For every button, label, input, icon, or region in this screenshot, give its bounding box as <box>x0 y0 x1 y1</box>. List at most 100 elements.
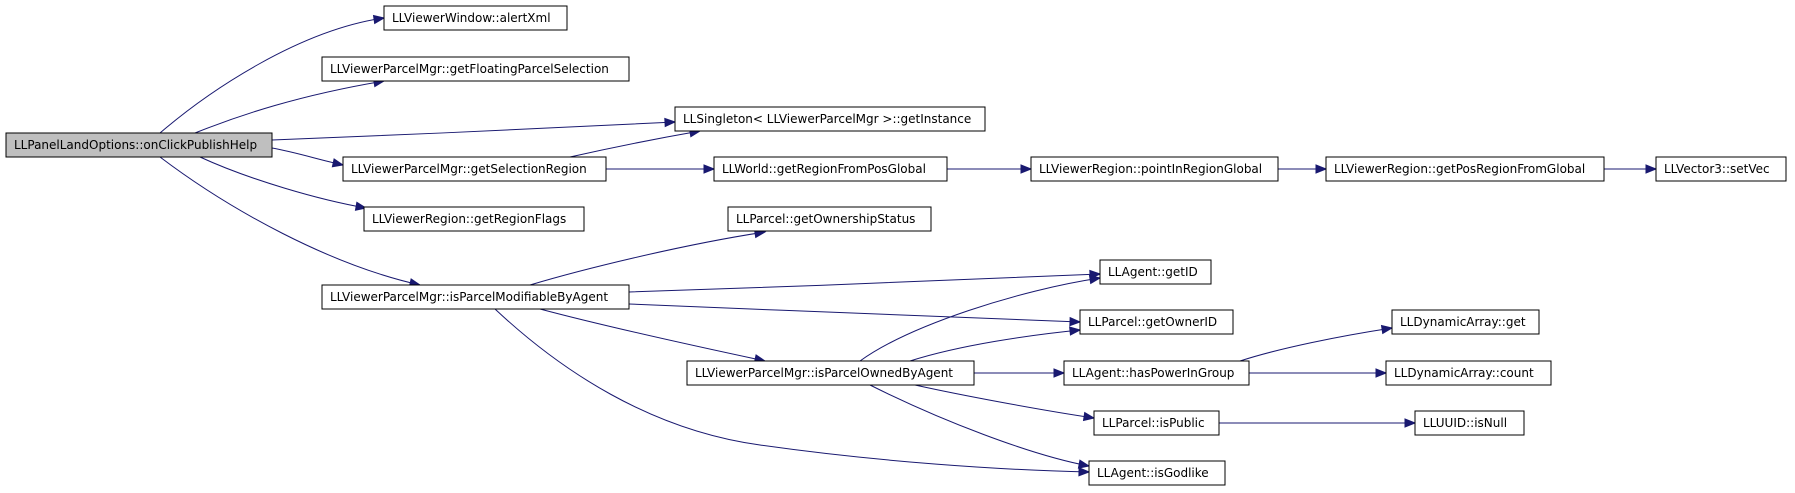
edge-n5-to-n6 <box>947 164 1033 174</box>
node-box <box>727 206 932 232</box>
arrowhead <box>703 164 716 174</box>
edge-n16-to-n14 <box>1239 324 1394 362</box>
node-label: LLAgent::isGodlike <box>1097 466 1209 480</box>
edge-line <box>628 273 1101 293</box>
edge-n4-to-n3 <box>569 128 702 158</box>
node-label: LLParcel::getOwnershipStatus <box>736 212 915 226</box>
arrowhead <box>1020 164 1033 174</box>
node-label: LLViewerParcelMgr::getSelectionRegion <box>351 162 587 176</box>
call-edges <box>159 14 1658 477</box>
node-box <box>713 156 948 182</box>
node-box <box>686 360 975 386</box>
function-node[interactable]: LLParcel::isPublic <box>1093 410 1220 436</box>
edge-n11-to-n15 <box>539 308 767 364</box>
node-box <box>1088 460 1226 486</box>
node-box <box>1391 309 1540 335</box>
arrowhead <box>354 201 368 211</box>
function-node[interactable]: LLAgent::hasPowerInGroup <box>1063 360 1250 386</box>
arrowhead <box>1380 324 1394 335</box>
function-node[interactable]: LLParcel::getOwnerID <box>1079 309 1234 335</box>
edge-line <box>529 231 766 286</box>
arrowhead <box>1088 274 1102 285</box>
function-node[interactable]: LLViewerRegion::getRegionFlags <box>363 206 585 232</box>
edge-line <box>539 308 766 362</box>
function-node[interactable]: LLAgent::isGodlike <box>1088 460 1226 486</box>
edge-n15-to-n12 <box>859 274 1102 362</box>
node-box <box>1414 410 1525 436</box>
function-node[interactable]: LLWorld::getRegionFromPosGlobal <box>713 156 948 182</box>
edge-line <box>159 156 421 286</box>
function-node[interactable]: LLViewerParcelMgr::isParcelModifiableByA… <box>321 284 630 310</box>
node-box <box>1093 410 1220 436</box>
node-label: LLViewerRegion::getRegionFlags <box>372 212 566 226</box>
edge-n15-to-n13 <box>909 326 1082 362</box>
arrowhead <box>372 14 386 25</box>
function-node[interactable]: LLDynamicArray::count <box>1385 360 1552 386</box>
function-node[interactable]: LLDynamicArray::get <box>1391 309 1540 335</box>
node-label: LLVector3::setVec <box>1664 162 1770 176</box>
edge-n0-to-n1 <box>159 14 386 134</box>
function-node[interactable]: LLParcel::getOwnershipStatus <box>727 206 932 232</box>
root-function-node[interactable]: LLPanelLandOptions::onClickPublishHelp <box>5 132 273 158</box>
arrowhead <box>1069 326 1082 336</box>
edge-line <box>1239 327 1393 362</box>
arrowhead <box>1315 164 1328 174</box>
node-label: LLAgent::getID <box>1108 265 1198 279</box>
function-node[interactable]: LLUUID::isNull <box>1414 410 1525 436</box>
call-nodes: LLPanelLandOptions::onClickPublishHelpLL… <box>5 5 1787 486</box>
edge-n11-to-n20 <box>494 308 1091 477</box>
edge-n15-to-n20 <box>869 384 1091 469</box>
arrowhead <box>331 158 345 168</box>
edge-n18-to-n19 <box>1219 418 1417 428</box>
function-node[interactable]: LLViewerRegion::getPosRegionFromGlobal <box>1325 156 1605 182</box>
edge-line <box>194 80 385 134</box>
node-box <box>383 5 568 31</box>
arrowhead <box>1375 368 1388 378</box>
node-label: LLAgent::hasPowerInGroup <box>1072 366 1234 380</box>
edge-n0-to-n3 <box>271 117 677 141</box>
function-node[interactable]: LLSingleton< LLViewerParcelMgr >::getIns… <box>674 106 986 132</box>
arrowhead <box>1069 316 1082 327</box>
function-node[interactable]: LLViewerParcelMgr::isParcelOwnedByAgent <box>686 360 975 386</box>
node-label: LLWorld::getRegionFromPosGlobal <box>722 162 926 176</box>
edge-n15-to-n18 <box>914 384 1096 422</box>
edge-n6-to-n7 <box>1278 164 1328 174</box>
node-box <box>1099 259 1212 285</box>
node-label: LLViewerWindow::alertXml <box>392 11 551 25</box>
arrowhead <box>1645 164 1658 174</box>
arrowhead <box>1078 467 1091 477</box>
edge-line <box>271 121 676 141</box>
function-node[interactable]: LLViewerRegion::pointInRegionGlobal <box>1030 156 1279 182</box>
edge-n15-to-n16 <box>974 368 1066 378</box>
node-label: LLUUID::isNull <box>1423 416 1507 430</box>
edge-line <box>628 303 1081 323</box>
node-label: LLDynamicArray::get <box>1400 315 1526 329</box>
edge-n7-to-n8 <box>1604 164 1658 174</box>
function-node[interactable]: LLViewerParcelMgr::getSelectionRegion <box>342 156 607 182</box>
edge-line <box>859 277 1101 362</box>
node-label: LLViewerParcelMgr::getFloatingParcelSele… <box>330 62 609 76</box>
function-node[interactable]: LLViewerWindow::alertXml <box>383 5 568 31</box>
node-label: LLSingleton< LLViewerParcelMgr >::getIns… <box>683 112 971 126</box>
node-box <box>1063 360 1250 386</box>
edge-line <box>494 308 1090 473</box>
node-label: LLParcel::getOwnerID <box>1088 315 1217 329</box>
node-box <box>5 132 273 158</box>
node-box <box>321 284 630 310</box>
function-node[interactable]: LLVector3::setVec <box>1655 156 1787 182</box>
function-node[interactable]: LLAgent::getID <box>1099 259 1212 285</box>
node-label: LLViewerRegion::getPosRegionFromGlobal <box>1334 162 1585 176</box>
edge-line <box>569 130 701 158</box>
node-box <box>1325 156 1605 182</box>
function-node[interactable]: LLViewerParcelMgr::getFloatingParcelSele… <box>321 56 630 82</box>
arrowhead <box>1077 459 1091 469</box>
node-label: LLDynamicArray::count <box>1394 366 1534 380</box>
edge-line <box>909 329 1081 362</box>
edge-line <box>914 384 1095 419</box>
arrowhead <box>1404 418 1417 428</box>
node-box <box>1079 309 1234 335</box>
node-label: LLPanelLandOptions::onClickPublishHelp <box>14 138 257 152</box>
node-box <box>1030 156 1279 182</box>
arrowhead <box>664 117 677 128</box>
